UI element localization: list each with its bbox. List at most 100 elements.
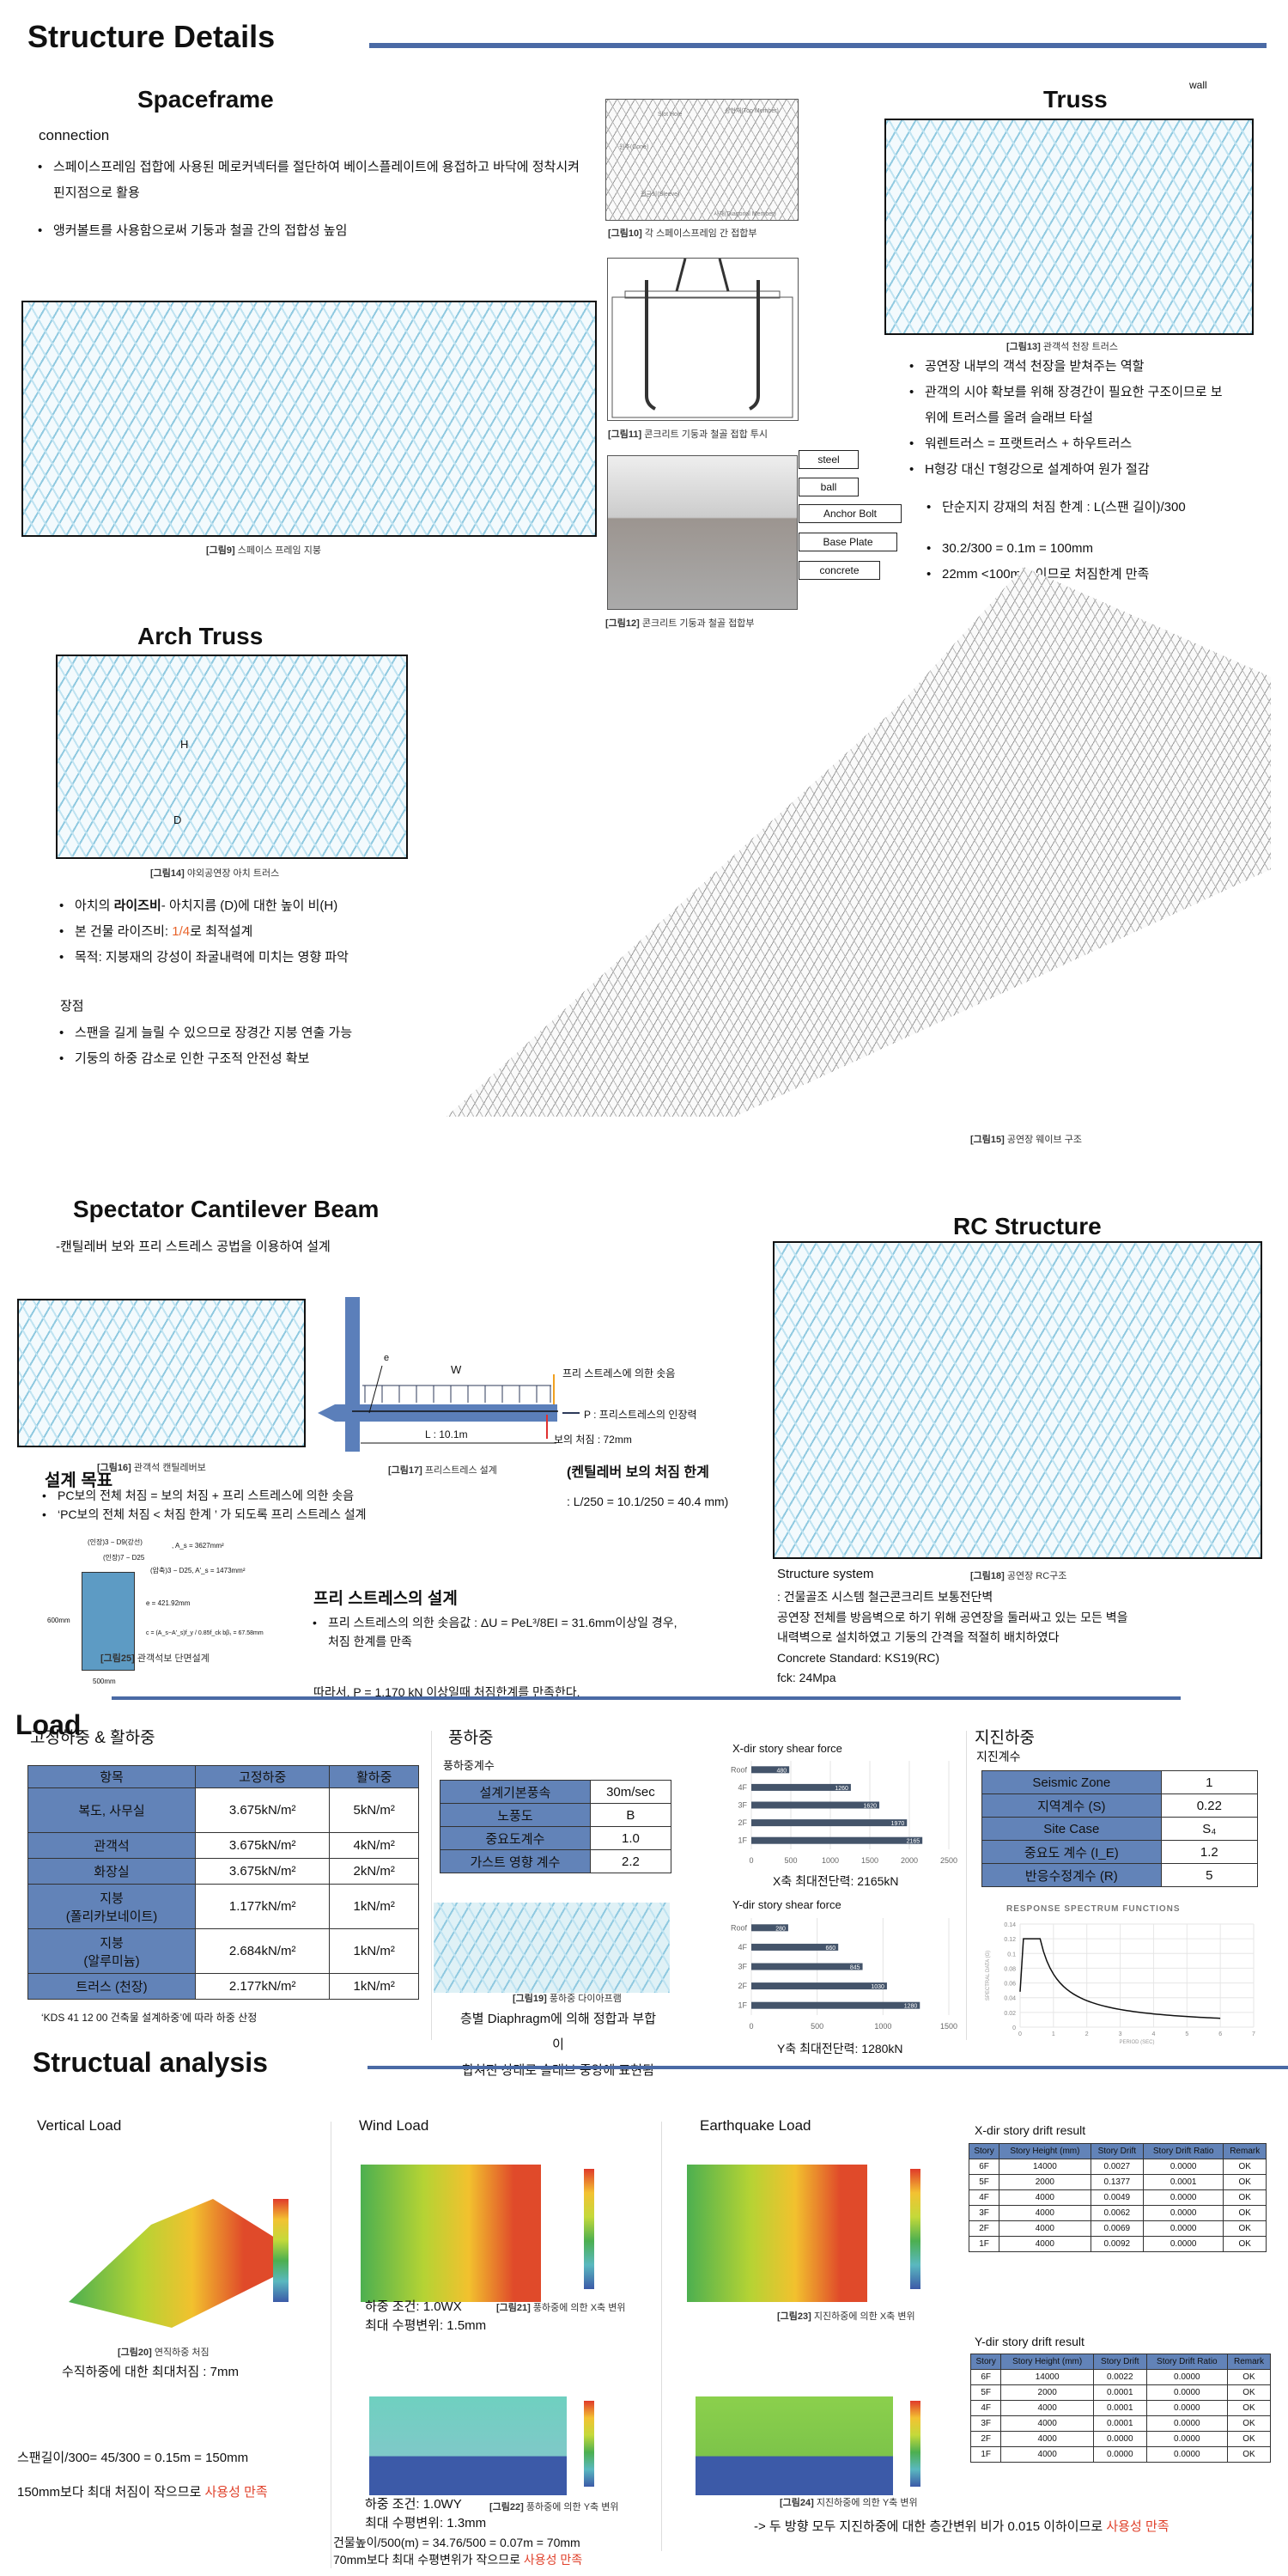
divider xyxy=(431,1731,432,2040)
fig11-caption: [그림11] 콘크리트 기둥과 철골 접합 투시 xyxy=(608,429,769,440)
data-label: 480 xyxy=(776,1768,787,1774)
category-label: 2F xyxy=(738,1982,747,1990)
y-drift-title: Y-dir story drift result xyxy=(975,2335,1084,2348)
rc-line: : 건물골조 시스템 철근콘크리트 보통전단벽 xyxy=(777,1590,993,1604)
label-base-plate: Base Plate xyxy=(799,533,897,551)
label-cone: 원추(Cone) xyxy=(619,144,649,150)
col-header: 고정하중 xyxy=(194,1765,331,1788)
table-cell: 3.675kN/m² xyxy=(194,1858,331,1885)
section-label: (압축)3 − D25, A'_s = 1473mm² xyxy=(150,1567,246,1574)
label-top-member: 상현재(Top Member) xyxy=(725,108,779,114)
bullet: 공연장 내부의 객석 천장을 받쳐주는 역할 xyxy=(906,354,1224,380)
bar xyxy=(751,1801,880,1809)
col-header: 항목 xyxy=(27,1765,196,1788)
fig12-caption: [그림12] 콘크리트 기둥과 철골 접합부 xyxy=(605,618,755,629)
tick-label: 500 xyxy=(784,1856,797,1865)
bullet: 스팬을 길게 늘릴 수 있으므로 장경간 지붕 연출 가능 xyxy=(56,1020,468,1046)
bullet: 프리 스트레스의 의한 솟음값 : ΔU = PeL³/8EI = 31.6mm… xyxy=(309,1613,678,1651)
table-cell: OK xyxy=(1227,2446,1271,2463)
spaceframe-bullets: 스페이스프레임 접합에 사용된 메로커넥터를 절단하여 베이스플레이트에 용접하… xyxy=(34,155,584,244)
table-cell: 4F xyxy=(968,2189,1000,2206)
tick-label: 0.14 xyxy=(1004,1922,1016,1928)
text-line: 하중 조건: 1.0WX xyxy=(365,2299,462,2314)
legend-color-bar xyxy=(273,2199,289,2302)
row-header: Site Case xyxy=(981,1817,1162,1841)
table-cell: 14000 xyxy=(999,2159,1091,2175)
table-cell: 1.177kN/m² xyxy=(194,1884,331,1929)
table-cell: 4000 xyxy=(999,2220,1091,2237)
table-cell: 2.684kN/m² xyxy=(194,1928,331,1974)
fig13-caption: [그림13] 관객석 천장 트러스 xyxy=(1006,342,1118,352)
table-cell: OK xyxy=(1223,2236,1267,2252)
table-cell: 0.0000 xyxy=(1142,2220,1224,2237)
analysis-title: Structual analysis xyxy=(33,2047,268,2078)
table-cell: OK xyxy=(1227,2431,1271,2447)
row-header: 중요도계수 xyxy=(440,1826,591,1850)
bullet: 목적: 지붕재의 강성이 좌굴내력에 미치는 영향 파악 xyxy=(56,945,468,971)
table-cell: OK xyxy=(1227,2415,1271,2432)
row-header: 반응수정계수 (R) xyxy=(981,1863,1162,1887)
fig24-caption: [그림24] 지진하중에 의한 Y축 변위 xyxy=(780,2498,918,2508)
vertical-load-title: Vertical Load xyxy=(37,2117,122,2134)
text-line: 층별 Diaphragm에 의해 정합과 부합이 xyxy=(459,2012,657,2052)
wind-x-image xyxy=(361,2165,541,2302)
fig25-caption: [그림25] 관객석보 단면설계 xyxy=(100,1653,210,1664)
tick-label: 5 xyxy=(1185,2031,1188,2037)
bullet: 워렌트러스 = 프랫트러스 + 하우트러스 xyxy=(906,431,1224,457)
text-line: 70mm보다 최대 수평변위가 작으므로 사용성 만족 xyxy=(333,2553,583,2567)
tick-label: 7 xyxy=(1252,2031,1255,2037)
table-cell: 4000 xyxy=(1000,2431,1094,2447)
fig10-connector-image: Slot Hole 상현재(Top Member) 원추(Cone) 접금쇠(S… xyxy=(605,99,799,221)
bullet: 기둥의 하중 감소로 인한 구조적 안전성 확보 xyxy=(56,1046,468,1072)
category-label: 4F xyxy=(738,1783,747,1792)
table-cell: 30m/sec xyxy=(589,1780,672,1804)
category-label: 1F xyxy=(738,2001,747,2010)
prestress-design-title: 프리 스트레스의 설계 xyxy=(313,1590,458,1608)
table-cell: 0.0000 xyxy=(1145,2369,1229,2385)
vertical-ok: 150mm보다 최대 처짐이 작으므로 사용성 만족 xyxy=(17,2485,268,2500)
table-cell: 2F xyxy=(968,2220,1000,2237)
arch-truss-image: H D xyxy=(56,655,408,859)
rc-structure-image xyxy=(773,1241,1262,1559)
table-cell: OK xyxy=(1223,2189,1267,2206)
label-sleeve: 접금쇠(Sleeve) xyxy=(641,192,680,198)
bullet: 단순지지 강재의 처짐 한계 : L(스팬 길이)/300 xyxy=(923,495,1267,521)
eq-x-image xyxy=(687,2165,867,2302)
row-header: 지붕 (폴리카보네이트) xyxy=(27,1884,196,1929)
tick-label: 1500 xyxy=(861,1856,878,1865)
section-label: c = (A_s−A'_s)f_y / 0.85f_ck bβ₁ = 67.58… xyxy=(146,1630,264,1636)
data-label: 1620 xyxy=(863,1804,877,1810)
load-rule xyxy=(112,1696,1181,1700)
tick-label: 1000 xyxy=(822,1856,839,1865)
h-label: H xyxy=(180,738,189,751)
row-header: 복도, 사무실 xyxy=(27,1787,196,1833)
table-cell: 1kN/m² xyxy=(329,1973,419,2000)
bar xyxy=(751,1982,887,1990)
fig19-caption: [그림19] 풍하중 다이아프램 xyxy=(513,1994,622,2004)
wind-y-text: 하중 조건: 1.0WY 최대 수평변위: 1.3mm xyxy=(365,2495,486,2533)
section-label: , A_s = 3627mm² xyxy=(172,1542,224,1550)
table-cell: 4000 xyxy=(999,2205,1091,2221)
legend-color-bar xyxy=(910,2169,920,2289)
tick-label: 0.08 xyxy=(1004,1966,1016,1972)
wave-structure-image xyxy=(447,567,1271,1117)
table-cell: 1kN/m² xyxy=(329,1884,419,1929)
table-cell: 1F xyxy=(968,2236,1000,2252)
table-cell: 0.22 xyxy=(1160,1793,1259,1818)
text-line: 합쳐진 상태로 슬래브 중앙에 표현됨 xyxy=(462,2063,654,2078)
table-cell: 4F xyxy=(969,2400,1002,2416)
wind-load-title: Wind Load xyxy=(359,2117,429,2134)
divider xyxy=(966,1731,967,2040)
